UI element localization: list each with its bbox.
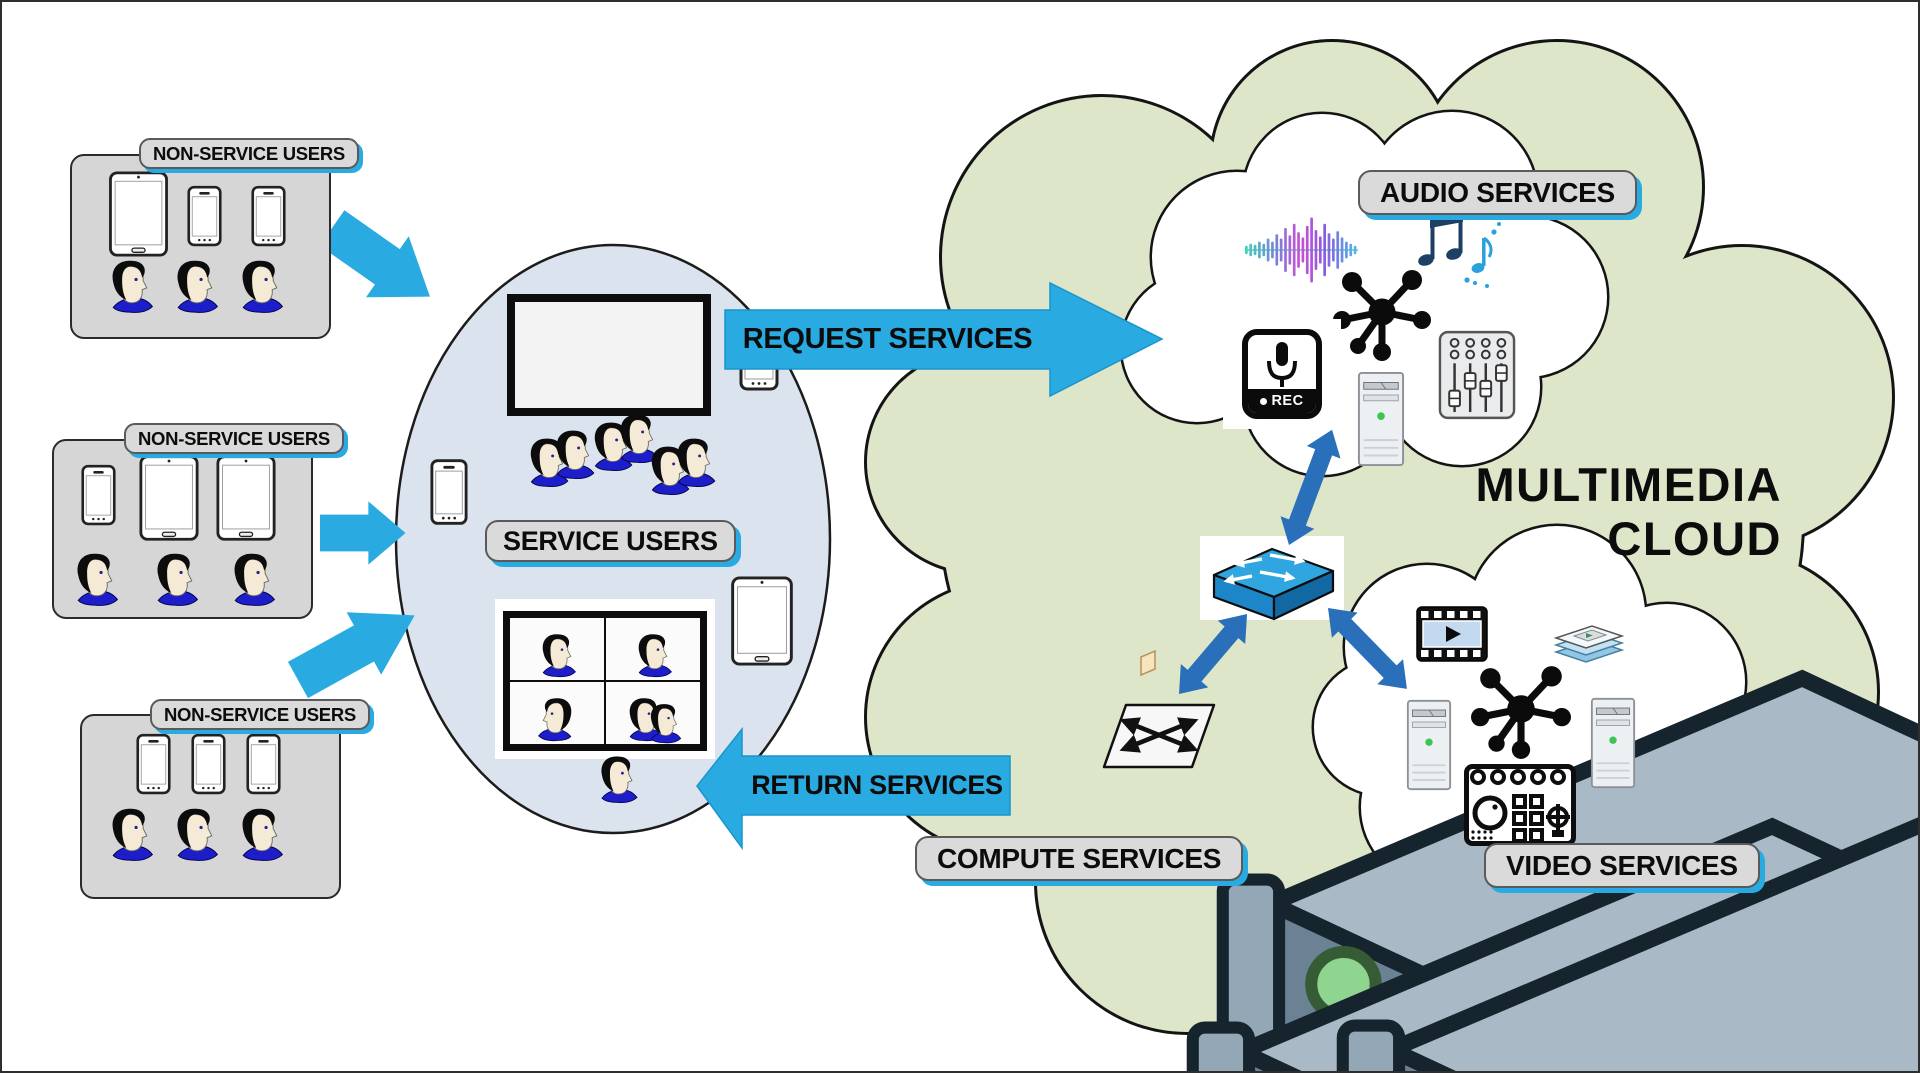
video-services-label: VIDEO SERVICES: [1484, 843, 1760, 888]
user-icon: [102, 256, 158, 316]
users-join-arrow: [287, 612, 415, 699]
tablet-icon: [107, 171, 170, 257]
non-service-users-text: NON-SERVICE USERS: [164, 703, 356, 725]
non-service-users-label: NON-SERVICE USERS: [139, 138, 359, 169]
phone-icon: [430, 459, 468, 525]
user-icon: [147, 549, 203, 609]
audio-waveform-icon: [1245, 217, 1358, 283]
non-service-users-label: NON-SERVICE USERS: [150, 699, 370, 730]
non-service-users-group-1: [70, 154, 331, 339]
request-services-text: REQUEST SERVICES: [742, 323, 1033, 355]
user-icon: [167, 804, 223, 864]
request-services-arrow: [724, 281, 1164, 398]
rec-dot: [1260, 397, 1268, 405]
audio-services-label: AUDIO SERVICES: [1358, 170, 1637, 215]
non-service-users-text: NON-SERVICE USERS: [153, 142, 345, 164]
rec-bar: REC: [1248, 389, 1316, 413]
users-join-arrow: [320, 501, 406, 565]
service-users-text: SERVICE USERS: [503, 525, 718, 556]
mixer-faders-icon: [1438, 330, 1516, 420]
user-icon: [638, 633, 672, 678]
non-service-users-label: NON-SERVICE USERS: [124, 423, 344, 454]
phone-icon: [251, 184, 286, 248]
rec-mic-box: REC: [1242, 329, 1322, 419]
switch-audio-link-arrow: [1280, 429, 1341, 545]
phone-icon: [187, 184, 222, 248]
tower-server-icon: [1357, 371, 1405, 467]
video-call-panel: [495, 599, 715, 759]
video-cell: [510, 682, 604, 744]
record-service-icon: REC: [1223, 319, 1341, 429]
user-icon: [67, 549, 123, 609]
microphone-icon: [1267, 342, 1297, 387]
non-service-users-group-2: [52, 439, 313, 619]
switch-video-link-arrow: [1328, 608, 1407, 689]
user-icon: [650, 703, 682, 744]
user-pair: [642, 434, 722, 500]
rack-server-icon: [1140, 649, 1920, 1073]
switch-compute-link-arrow: [1179, 614, 1248, 694]
user-icon: [224, 549, 280, 609]
video-cell: [606, 682, 700, 744]
service-users-label: SERVICE USERS: [485, 520, 736, 562]
tablet-icon: [216, 453, 276, 543]
return-services-label: RETURN SERVICES: [744, 770, 1010, 801]
video-cell: [510, 618, 604, 680]
user-icon: [167, 256, 223, 316]
return-services-text: RETURN SERVICES: [751, 770, 1003, 800]
phone-icon: [246, 732, 281, 796]
video-call-grid: [503, 611, 707, 751]
shared-screen: [507, 294, 711, 416]
user-icon: [232, 256, 288, 316]
phone-icon: [136, 732, 171, 796]
compute-services-text: COMPUTE SERVICES: [937, 842, 1222, 874]
compute-services-label: COMPUTE SERVICES: [915, 836, 1244, 881]
tablet-icon: [731, 576, 793, 666]
user-icon: [232, 804, 288, 864]
video-cell: [606, 618, 700, 680]
video-services-text: VIDEO SERVICES: [1506, 849, 1738, 881]
user-icon: [668, 434, 720, 490]
tablet-icon: [139, 453, 199, 543]
request-services-label: REQUEST SERVICES: [730, 323, 1045, 356]
phone-icon: [191, 732, 226, 796]
user-icon: [592, 752, 642, 806]
film-strip-icon: [1416, 606, 1488, 662]
phone-icon: [81, 463, 116, 527]
tower-server-icon: [1406, 699, 1452, 791]
rec-text: REC: [1271, 393, 1304, 409]
users-join-arrow: [319, 210, 430, 298]
tower-server-icon: [1590, 697, 1636, 789]
crossbar-switch-icon: [1102, 703, 1216, 769]
return-services-arrow: [696, 726, 1011, 851]
user-icon: [542, 633, 576, 678]
non-service-users-group-3: [80, 714, 341, 899]
network-switch-icon: [1200, 536, 1344, 621]
control-pad-icon: [1467, 767, 1574, 844]
multimedia-cloud-title: MULTIMEDIA CLOUD: [1475, 458, 1782, 566]
non-service-users-text: NON-SERVICE USERS: [138, 427, 330, 449]
audio-services-text: AUDIO SERVICES: [1380, 176, 1615, 208]
user-icon: [538, 697, 572, 742]
user-icon: [102, 804, 158, 864]
